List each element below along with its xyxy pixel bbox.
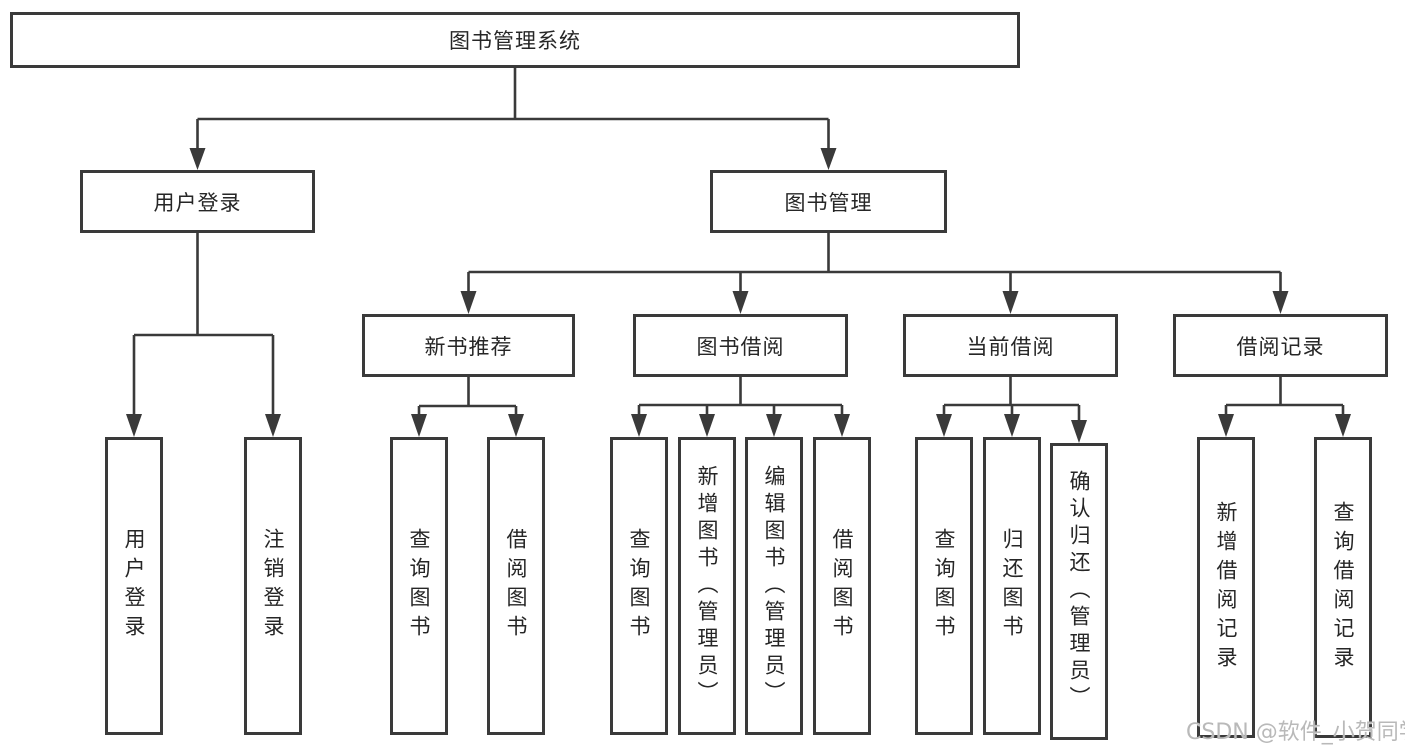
leaf-query-books-current: 查询图书	[915, 437, 973, 735]
leaf-query-borrow-record: 查询借阅记录	[1314, 437, 1372, 738]
leaf-label: 注销登录	[261, 528, 285, 644]
leaf-label: 借阅图书	[830, 528, 854, 644]
leaf-confirm-return-admin: 确认归还（管理员）	[1050, 443, 1108, 740]
leaf-label: 借阅图书	[504, 528, 528, 644]
leaf-label: 新增借阅记录	[1214, 500, 1238, 675]
csdn-watermark: CSDN @软件_小贺同学	[1186, 720, 1405, 745]
leaf-label: 查询图书	[627, 528, 651, 644]
leaf-borrow-books-recommend: 借阅图书	[487, 437, 545, 735]
node-book-management: 图书管理	[710, 170, 947, 233]
node-library-management-system: 图书管理系统	[10, 12, 1020, 68]
leaf-label: 查询图书	[932, 528, 956, 644]
leaf-label: 查询借阅记录	[1331, 500, 1355, 675]
leaf-label: 编辑图书（管理员）	[762, 464, 786, 708]
leaf-return-books: 归还图书	[983, 437, 1041, 735]
leaf-label: 查询图书	[407, 528, 431, 644]
leaf-user-login: 用户登录	[105, 437, 163, 735]
leaf-borrow-books: 借阅图书	[813, 437, 871, 735]
node-current-borrowing: 当前借阅	[903, 314, 1118, 377]
leaf-label: 新增图书（管理员）	[695, 464, 719, 708]
leaf-label: 归还图书	[1000, 528, 1024, 644]
node-book-borrowing: 图书借阅	[633, 314, 848, 377]
node-new-book-recommendation: 新书推荐	[362, 314, 575, 377]
leaf-label: 用户登录	[122, 528, 146, 644]
leaf-edit-books-admin: 编辑图书（管理员）	[745, 437, 803, 735]
node-user-login: 用户登录	[80, 170, 315, 233]
leaf-add-books-admin: 新增图书（管理员）	[678, 437, 736, 735]
leaf-query-books-borrow: 查询图书	[610, 437, 668, 735]
leaf-query-books-recommend: 查询图书	[390, 437, 448, 735]
node-borrowing-records: 借阅记录	[1173, 314, 1388, 377]
leaf-label: 确认归还（管理员）	[1067, 470, 1091, 713]
leaf-logout: 注销登录	[244, 437, 302, 735]
leaf-add-borrow-record: 新增借阅记录	[1197, 437, 1255, 738]
